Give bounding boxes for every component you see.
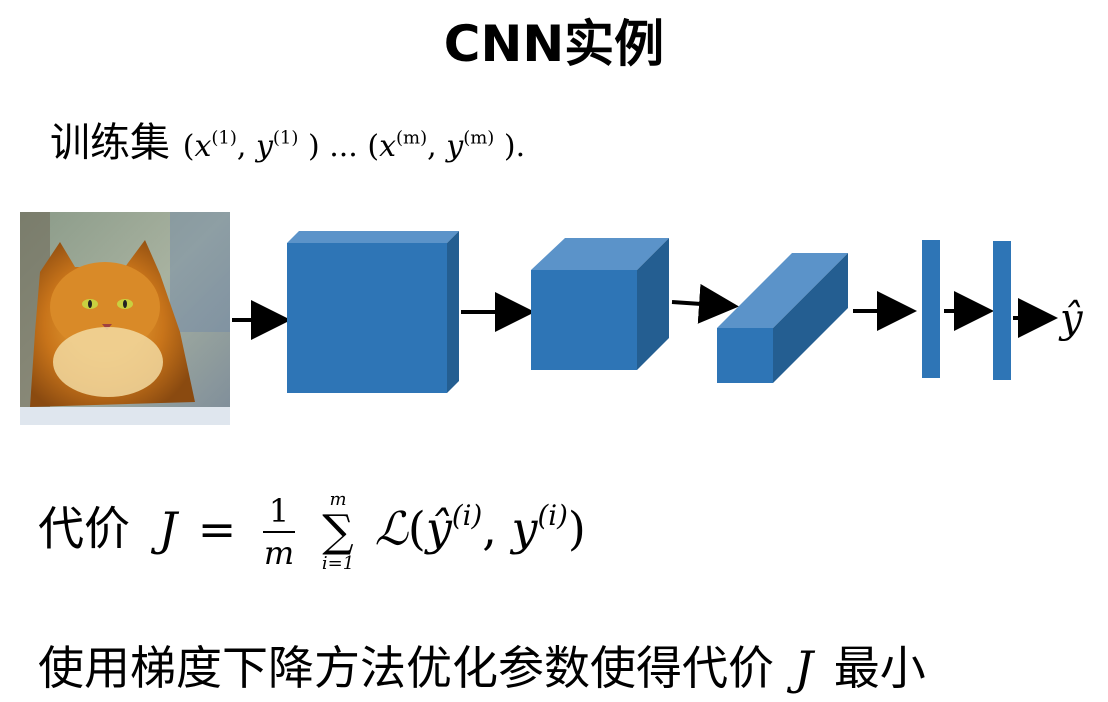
loss-symbol: ℒ	[374, 501, 408, 556]
cost-label: 代价	[38, 501, 130, 556]
cost-equals: =	[197, 501, 237, 556]
page-title: CNN实例	[443, 15, 665, 73]
objective-J-symbol: J	[794, 641, 814, 695]
conv-layer-3	[717, 253, 848, 383]
cost-fraction: 1 m	[262, 492, 296, 572]
arrow-conv2-to-conv3	[671, 283, 739, 324]
training-set-formula: (x(1), y(1) ) ... (x(m), y(m) ).	[182, 127, 526, 164]
conv-layer-2	[531, 238, 669, 370]
cat-input-image	[20, 212, 230, 425]
conv-layer-1	[287, 231, 459, 393]
objective-tail: 最小	[833, 641, 926, 695]
cost-J-symbol: J	[158, 501, 178, 556]
training-set-label: 训练集	[50, 120, 170, 166]
cost-summation: m ∑ i=1	[321, 489, 355, 574]
fully-connected-layer-1	[922, 240, 940, 378]
objective-text: 使用梯度下降方法优化参数使得代价	[38, 641, 774, 695]
cost-function-line: 代价 J = 1 m m ∑ i=1 ℒ(ŷ(i), y(i))	[38, 489, 586, 574]
cnn-diagram: ŷ	[232, 231, 1084, 393]
output-yhat-label: ŷ	[1058, 296, 1084, 342]
objective-line: 使用梯度下降方法优化参数使得代价 J 最小	[38, 632, 926, 698]
training-set-line: 训练集 (x(1), y(1) ) ... (x(m), y(m) ).	[50, 110, 525, 168]
fully-connected-layer-2	[993, 241, 1011, 380]
